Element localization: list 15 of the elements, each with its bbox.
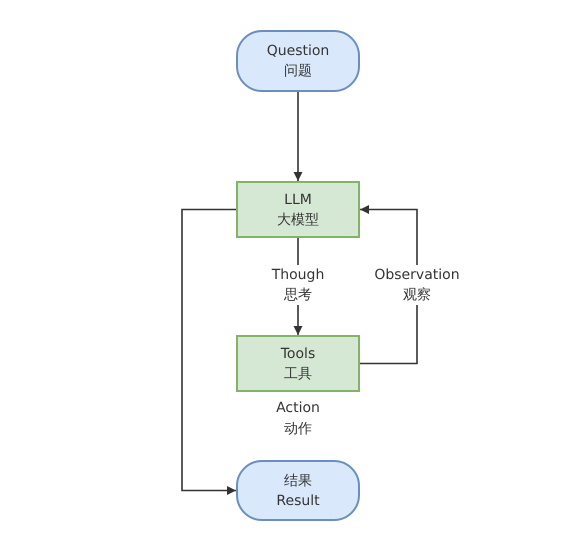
terminal-box — [236, 30, 360, 92]
arrow — [294, 92, 302, 181]
node-label: 工具 — [284, 364, 312, 384]
node-caption: Action 动作 — [275, 399, 321, 439]
arrow — [181, 208, 236, 495]
node-label: Result — [276, 492, 320, 510]
process-box — [236, 181, 360, 238]
terminal-box — [236, 460, 360, 521]
node-label: Tools — [280, 344, 316, 364]
process-box — [236, 335, 360, 392]
node-label: LLM — [284, 190, 312, 210]
node-label: 大模型 — [277, 210, 319, 230]
node-label: 问题 — [284, 62, 312, 81]
node-label: Question — [266, 42, 330, 61]
node-label: 结果 — [284, 472, 312, 490]
